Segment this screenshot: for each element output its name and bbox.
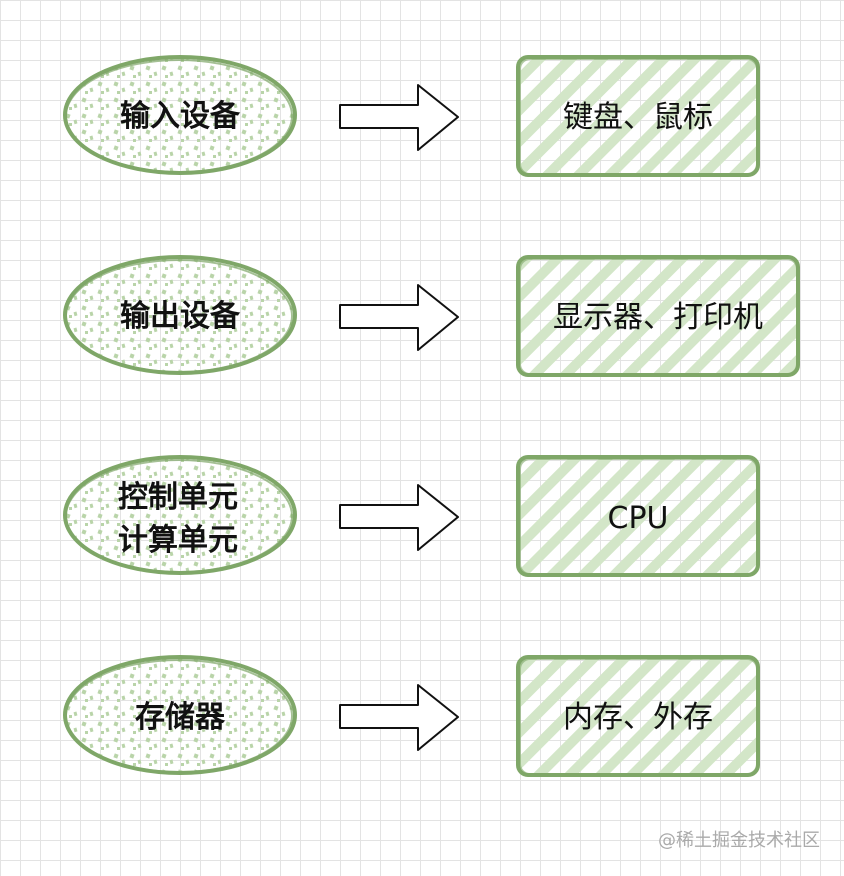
arrow-icon bbox=[339, 684, 459, 751]
ellipse-label: 存储器 bbox=[135, 700, 226, 735]
ellipse-label-line-2: 计算单元 bbox=[118, 523, 238, 558]
arrow-icon bbox=[339, 84, 459, 151]
ellipse-output-device: 输出设备 bbox=[63, 255, 297, 375]
box-label: 键盘、鼠标 bbox=[563, 100, 713, 135]
ellipse-control-compute-unit: 控制单元 计算单元 bbox=[63, 455, 297, 575]
ellipse-storage: 存储器 bbox=[63, 655, 297, 775]
box-label: CPU bbox=[608, 501, 669, 536]
ellipse-label: 输入设备 bbox=[120, 99, 241, 134]
box-input-examples: 键盘、鼠标 bbox=[516, 55, 760, 177]
box-label: 内存、外存 bbox=[563, 700, 713, 735]
ellipse-label: 输出设备 bbox=[120, 299, 241, 334]
box-cpu: CPU bbox=[516, 455, 760, 577]
row-cpu: 控制单元 计算单元 CPU bbox=[63, 455, 760, 577]
row-storage: 存储器 内存、外存 bbox=[63, 655, 760, 777]
ellipse-label-line-1: 控制单元 bbox=[118, 480, 238, 515]
row-input: 输入设备 键盘、鼠标 bbox=[63, 55, 760, 177]
box-label: 显示器、打印机 bbox=[553, 300, 763, 335]
box-output-examples: 显示器、打印机 bbox=[516, 255, 800, 377]
arrow-icon bbox=[339, 484, 459, 551]
row-output: 输出设备 显示器、打印机 bbox=[63, 255, 800, 377]
box-storage-examples: 内存、外存 bbox=[516, 655, 760, 777]
arrow-icon bbox=[339, 284, 459, 351]
watermark: @稀土掘金技术社区 bbox=[658, 830, 820, 851]
ellipse-input-device: 输入设备 bbox=[63, 55, 297, 175]
